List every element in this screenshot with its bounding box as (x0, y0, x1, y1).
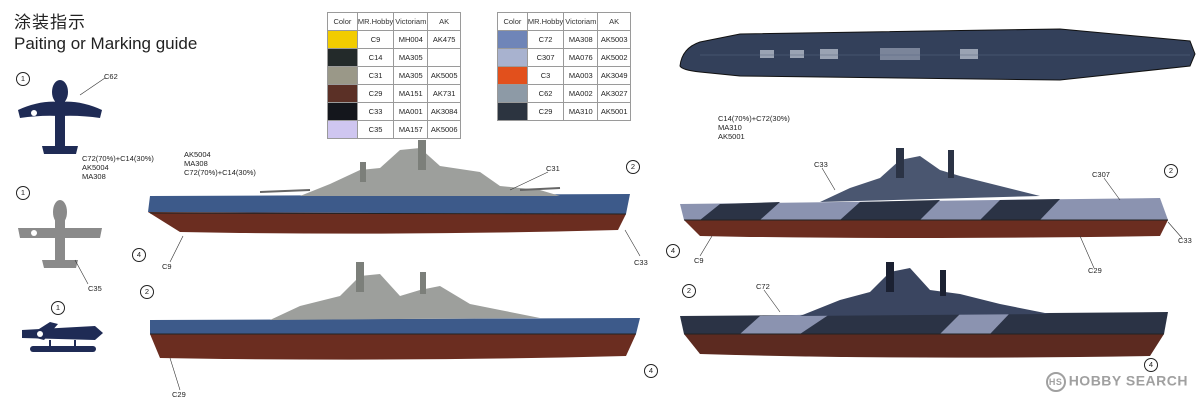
topdeck-note-line: MA310 (718, 123, 742, 132)
marker-4: 4 (1144, 358, 1158, 372)
header-victoriam: Victoriam (393, 12, 429, 31)
hobby-search-logo: HS (1045, 372, 1066, 392)
ship3-c307: C307 (1092, 170, 1110, 179)
battleship-side-view-1 (148, 140, 630, 234)
ak-code: AK5006 (427, 120, 461, 139)
battleship-side-view-3 (680, 148, 1168, 238)
leader-lines (74, 77, 1183, 391)
plane2-callout: C35 (88, 284, 102, 293)
color-swatch (497, 30, 528, 49)
mrhobby-code: C31 (356, 66, 395, 85)
ship1-c9: C9 (162, 262, 172, 271)
color-swatch (497, 66, 528, 85)
ship1-c33: C33 (634, 258, 648, 267)
page-title-en: Paiting or Marking guide (14, 34, 198, 53)
victoriam-code: MA310 (563, 102, 599, 121)
mrhobby-code: C33 (356, 102, 395, 121)
header-mrhobby: MR.Hobby (356, 12, 395, 31)
marker-1: 1 (51, 301, 65, 315)
topdeck-note: C14(70%)+C72(30%) MA310 AK5001 (718, 114, 790, 141)
topdeck-note-line: AK5001 (718, 132, 745, 141)
marker-4: 4 (132, 248, 146, 262)
ship1-note-line: AK5004 (184, 150, 211, 159)
plane1-note: C72(70%)+C14(30%) AK5004 MA308 (82, 154, 154, 181)
color-swatch (327, 66, 358, 85)
color-swatch (327, 48, 358, 67)
marker-1: 1 (16, 186, 30, 200)
table-header-row: Color MR.Hobby Victoriam AK (327, 12, 461, 31)
mrhobby-code: C35 (356, 120, 395, 139)
plane1-callout: C62 (104, 72, 118, 81)
ship3-c33: C33 (814, 160, 828, 169)
color-swatch (327, 30, 358, 49)
aircraft-3-side-view (22, 322, 103, 352)
victoriam-code: MA157 (393, 120, 429, 139)
marker-1: 1 (16, 72, 30, 86)
battleship-top-view (679, 28, 1196, 81)
header-ak: AK (427, 12, 461, 31)
ship3-c33b: C33 (1178, 236, 1192, 245)
marker-4: 4 (666, 244, 680, 258)
battleship-side-view-2 (150, 262, 640, 360)
ak-code: AK3027 (597, 84, 631, 103)
battleship-side-view-4 (680, 262, 1168, 358)
page-title-cn: 涂装指示 (14, 13, 86, 32)
aircraft-1-top-view (18, 80, 102, 154)
ship3-c29: C29 (1088, 266, 1102, 275)
ship1-note-line: MA308 (184, 159, 208, 168)
ship3-c9: C9 (694, 256, 704, 265)
color-swatch (327, 84, 358, 103)
plane1-note-line: AK5004 (82, 163, 109, 172)
ship4-c72: C72 (756, 282, 770, 291)
ship1-note-line: C72(70%)+C14(30%) (184, 168, 256, 177)
plane1-note-line: C72(70%)+C14(30%) (82, 154, 154, 163)
ship1-c31: C31 (546, 164, 560, 173)
plane1-note-line: MA308 (82, 172, 106, 181)
ak-code: AK5001 (597, 102, 631, 121)
ak-code: AK5005 (427, 66, 461, 85)
marker-2: 2 (626, 160, 640, 174)
mrhobby-code: C29 (526, 102, 565, 121)
marker-2: 2 (1164, 164, 1178, 178)
color-swatch (327, 120, 358, 139)
color-swatch (497, 102, 528, 121)
topdeck-note-line: C14(70%)+C72(30%) (718, 114, 790, 123)
header-ak: AK (597, 12, 631, 31)
marker-2: 2 (140, 285, 154, 299)
ship1-note: AK5004 MA308 C72(70%)+C14(30%) (184, 150, 256, 177)
aircraft-2-top-view (18, 200, 102, 268)
watermark-text: HOBBY SEARCH (1068, 372, 1188, 389)
marker-4: 4 (644, 364, 658, 378)
ship2-c29: C29 (172, 390, 186, 399)
marker-2: 2 (682, 284, 696, 298)
